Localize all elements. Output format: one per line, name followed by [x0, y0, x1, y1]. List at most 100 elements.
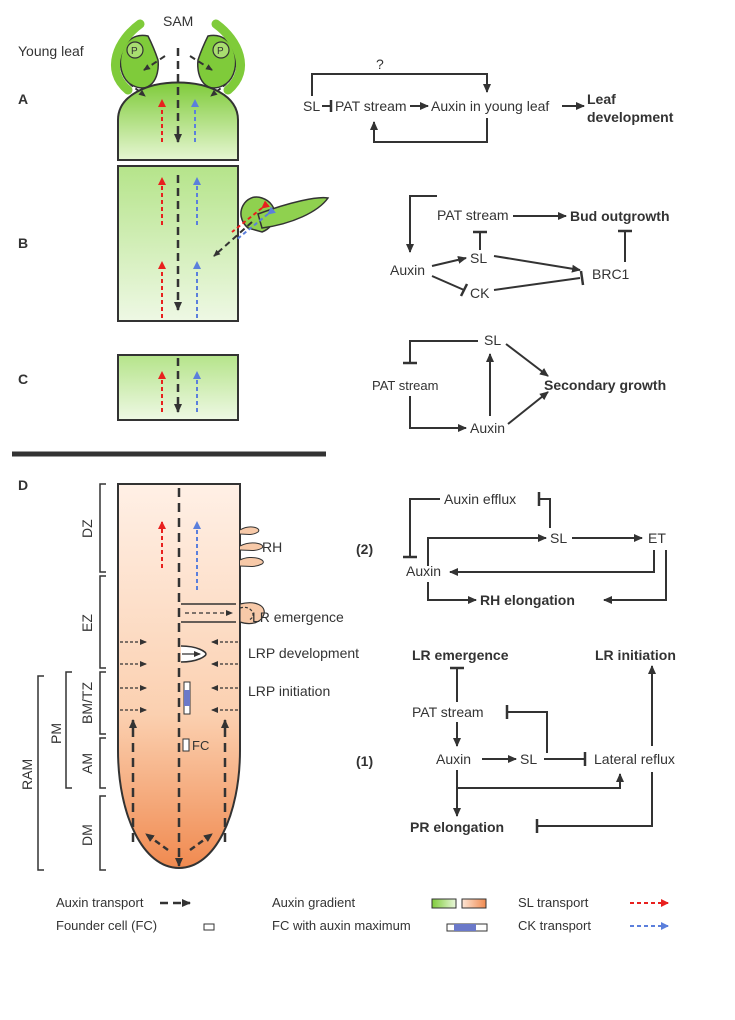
node-lateral-reflux: Lateral reflux [594, 751, 675, 767]
young-leaf-left-blade [111, 19, 145, 95]
edge-reflux-inhibits-pr [538, 772, 653, 827]
axillary-leaf [257, 196, 330, 229]
primordium-right [212, 41, 230, 59]
node-pat-1: PAT stream [412, 704, 484, 720]
node-secondary-growth: Secondary growth [544, 377, 666, 393]
node-lr-emergence: LR emergence [412, 647, 509, 663]
panel-label-a: A [18, 91, 28, 107]
node-pr-elongation: PR elongation [410, 819, 504, 835]
node-auxin-b: Auxin [390, 262, 425, 278]
sam-label: SAM [163, 13, 193, 29]
network-b: PAT stream Bud outgrowth Auxin SL CK BRC… [390, 195, 670, 301]
inhibit-bar-auxin-ck [459, 283, 469, 297]
auxin-arrow-leaf-right-down [210, 83, 227, 97]
bracket-ez [99, 575, 106, 669]
primordium-left-label: P [131, 46, 138, 57]
young-leaf-right-blade [211, 19, 245, 95]
auxin-arrow-leaf-left-down [129, 83, 146, 97]
node-auxin-leaf: Auxin in young leaf [431, 98, 549, 114]
legend-gradient-orange [461, 898, 487, 909]
bracket-dz [99, 483, 106, 573]
shoot-illustrations: SAM Young leaf P P [18, 13, 330, 421]
node-pat-a: PAT stream [335, 98, 407, 114]
bracket-am [99, 737, 106, 789]
zone-dm: DM [79, 824, 95, 846]
edge-auxin-to-secondary [507, 391, 549, 425]
auxin-arrow-to-leaf-left [143, 55, 166, 71]
node-pat-b: PAT stream [437, 207, 509, 223]
auxin-arrow-to-leaf-right [189, 55, 213, 71]
node-lr-initiation: LR initiation [595, 647, 676, 663]
legend-founder-cell-swatch [203, 923, 215, 931]
edge-et-to-auxin [449, 550, 655, 576]
panel-label-c: C [18, 371, 28, 387]
legend-ck-label: CK transport [518, 918, 591, 933]
node-rh-elongation: RH elongation [480, 592, 575, 608]
legend-founder-cell-label: Founder cell (FC) [56, 918, 157, 933]
edge-auxin-to-rh [427, 582, 477, 604]
young-leaf-label: Young leaf [18, 43, 84, 59]
root-hair-3 [239, 557, 264, 567]
node-brc1: BRC1 [592, 266, 630, 282]
network-a: ? SL PAT stream Auxin in young leaf Leaf… [303, 56, 674, 143]
auxin-arrow-from-bud [213, 221, 253, 257]
panel-label-d: D [18, 477, 28, 493]
auxin-arrow-tip-right [189, 832, 213, 852]
node-leaf-line2: development [587, 109, 674, 125]
network-2-number: (2) [356, 541, 373, 557]
edge-auxin-to-reflux [456, 770, 624, 789]
legend-fc-max-label: FC with auxin maximum [272, 918, 411, 933]
zone-am: AM [79, 753, 95, 774]
node-sl-2: SL [550, 530, 567, 546]
zone-bmtz: BM/TZ [79, 682, 95, 724]
root-hair-2 [239, 542, 264, 551]
edge-auxin-to-sl-2 [427, 534, 547, 566]
node-bud-outgrowth: Bud outgrowth [570, 208, 670, 224]
bracket-ram [37, 675, 44, 871]
edge-pat-to-auxin-b [406, 195, 437, 253]
edge-pat-to-auxin-c [409, 396, 467, 432]
node-et: ET [648, 530, 666, 546]
fc-label: FC [192, 738, 209, 753]
fc-auxin-max-fill [184, 690, 190, 706]
edge-sl-inhibits-pat-c [409, 340, 478, 362]
lr-emergence-label: LR emergence [252, 609, 344, 625]
legend-fc-max-swatch [446, 923, 488, 932]
zone-ram: RAM [19, 759, 35, 790]
inhibit-bar-ck-brc1 [579, 270, 585, 286]
panel-label-b: B [18, 235, 28, 251]
legend-sl-label: SL transport [518, 895, 589, 910]
network-2: (2) Auxin efflux SL ET Auxin RH elongati… [356, 491, 667, 608]
bracket-bmtz [99, 671, 106, 735]
legend-gradient-label: Auxin gradient [272, 895, 355, 910]
legend-gradient-green [431, 898, 457, 909]
node-auxin-efflux: Auxin efflux [444, 491, 516, 507]
node-auxin-2: Auxin [406, 563, 441, 579]
legend-auxin-transport-label: Auxin transport [56, 895, 144, 910]
node-auxin-1: Auxin [436, 751, 471, 767]
edge-sl-to-auxin-leaf-unknown [311, 73, 491, 96]
edge-sl-to-secondary [505, 343, 549, 377]
question-mark: ? [376, 56, 384, 72]
auxin-arrow-tip-left [145, 832, 169, 852]
node-ck: CK [470, 285, 490, 301]
network-c: SL PAT stream Auxin Secondary growth [372, 332, 666, 436]
node-auxin-c: Auxin [470, 420, 505, 436]
lrp-development-label: LRP development [248, 645, 359, 661]
edge-auxin-leaf-to-pat [370, 118, 488, 143]
founder-cell [182, 738, 190, 752]
network-1: (1) LR emergence LR initiation PAT strea… [356, 647, 676, 835]
root-hair-1 [239, 526, 260, 535]
zone-pm: PM [48, 723, 64, 744]
node-sl-a: SL [303, 98, 320, 114]
edge-efflux-inhibits-auxin [409, 498, 440, 556]
bracket-dm [99, 795, 106, 871]
bracket-pm [65, 671, 72, 789]
edge-sl-inhibits-pat-1 [508, 711, 548, 753]
edge-auxin-to-sl-b [431, 255, 467, 267]
zone-ez: EZ [79, 614, 95, 632]
edge-sl-inhibits-efflux [540, 498, 551, 528]
node-sl-b: SL [470, 250, 487, 266]
primordium-left [126, 41, 144, 59]
